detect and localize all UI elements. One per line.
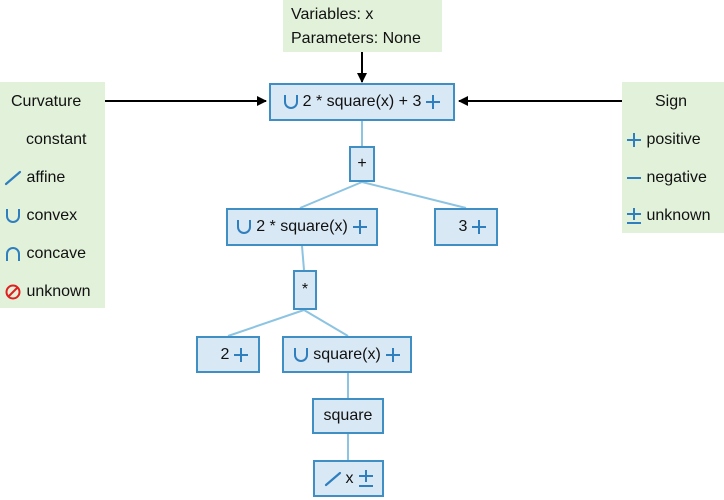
curvature-item-label: unknown [26, 283, 91, 300]
square-function-label: square [323, 407, 373, 424]
curvature-item-label: convex [26, 207, 78, 224]
edge-mul-square [303, 309, 349, 337]
constant-two-label: 2 [220, 345, 230, 363]
curvature-item-unknown: unknown [4, 282, 91, 302]
add-operator-label: + [357, 155, 367, 172]
plus-icon [472, 220, 487, 234]
edge-left-mul [301, 245, 305, 271]
sign-legend-title: Sign [655, 93, 688, 110]
add-operator-node: + [349, 146, 375, 182]
convex-icon [6, 208, 20, 223]
concave-icon [6, 246, 20, 261]
sign-item-unknown: unknown [626, 206, 711, 226]
root-expression-label: 2 * square(x) + 3 [302, 93, 422, 110]
convex-icon [294, 347, 309, 362]
curvature-item-label: concave [26, 245, 87, 262]
curvature-legend: Curvature constant affine convex concave… [0, 82, 105, 308]
curvature-item-affine: affine [4, 168, 65, 188]
multiply-operator-node: * [293, 270, 317, 310]
parameters-label: Parameters: None [291, 30, 421, 47]
minus-icon [627, 176, 641, 179]
plus-icon [426, 95, 441, 109]
sign-item-label: unknown [646, 207, 711, 224]
sign-item-label: negative [646, 169, 707, 186]
square-expression-label: square(x) [313, 345, 381, 363]
curvature-item-label: affine [26, 169, 66, 186]
curvature-item-constant: constant [26, 130, 86, 150]
unknown-curvature-icon [5, 284, 21, 300]
constant-two-node: 2 [196, 336, 260, 373]
input-info-box: Variables: x Parameters: None [283, 0, 442, 52]
affine-icon [4, 170, 22, 185]
product-expression-label: 2 * square(x) [256, 218, 348, 235]
square-expression-node: square(x) [282, 336, 412, 373]
convex-icon [237, 220, 252, 234]
multiply-operator-label: * [301, 281, 309, 298]
sign-legend: Sign positive negative unknown [622, 82, 724, 233]
plus-icon [627, 132, 641, 147]
curvature-item-label: constant [26, 131, 87, 148]
sign-item-positive: positive [626, 130, 701, 150]
square-function-node: square [312, 398, 384, 434]
plus-minus-icon [358, 469, 373, 487]
plus-minus-icon [627, 207, 641, 224]
constant-three-node: 3 [434, 208, 498, 246]
curvature-legend-title: Curvature [11, 93, 82, 110]
product-expression-node: 2 * square(x) [226, 208, 378, 246]
root-expression-node: 2 * square(x) + 3 [269, 83, 455, 121]
convex-icon [283, 95, 298, 109]
variables-label: Variables: x [291, 6, 374, 23]
affine-icon [324, 471, 341, 486]
plus-icon [385, 347, 400, 362]
variable-x-label: x [345, 469, 354, 487]
variable-x-node: x [313, 460, 384, 497]
plus-icon [234, 347, 249, 362]
plus-icon [352, 220, 367, 234]
edge-mul-two [227, 309, 305, 337]
sign-item-label: positive [646, 131, 701, 148]
constant-three-label: 3 [458, 218, 468, 235]
sign-item-negative: negative [626, 168, 707, 188]
edge-add-three [361, 181, 467, 209]
edge-add-left [299, 181, 363, 209]
curvature-item-concave: concave [4, 244, 86, 264]
curvature-item-convex: convex [4, 206, 77, 226]
